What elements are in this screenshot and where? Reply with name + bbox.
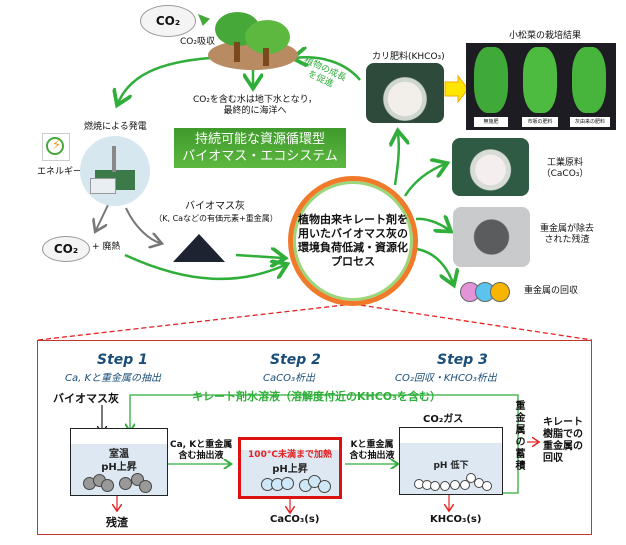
flow2-line1: Kと重金属	[350, 440, 394, 450]
residue-label: 重金属が除去 された残渣	[532, 224, 602, 246]
energy-icon: ⚡	[42, 133, 70, 161]
arrow-growth	[295, 57, 361, 81]
power-plant-image	[80, 136, 150, 206]
flow2-line2: 含む抽出液	[349, 451, 395, 461]
arrow-tree-to-plant	[118, 56, 211, 103]
residue-photo	[453, 207, 530, 267]
ecosystem-title-line1: 持続可能な資源循環型	[194, 132, 325, 147]
groundwater-line2: 最終的に海洋へ	[223, 106, 287, 116]
co2-cloud-top: CO₂	[140, 5, 196, 37]
tank2-heat: 100°C未満まで加熱	[248, 450, 332, 460]
co2-cloud-bottom: CO₂	[42, 236, 90, 262]
co2-label-bottom: CO₂	[53, 242, 79, 256]
waste-heat-label: + 廃熱	[92, 242, 121, 252]
flow2-label: Kと重金属 含む抽出液	[343, 440, 401, 462]
resin-line2: 樹脂での	[543, 429, 583, 440]
metal-recovery-label: 重金属の回収	[524, 286, 579, 296]
co2-absorb-label: CO₂吸収	[180, 37, 215, 47]
tank1-ph: pH上昇	[101, 462, 137, 473]
zoom-dash-right	[352, 303, 593, 341]
circle-line2: 用いたバイオマス灰の	[298, 227, 408, 240]
chelate-solution-label: キレート剤水溶液（溶解度付近のKHCO₃を含む）	[192, 390, 441, 403]
potash-photo	[366, 63, 444, 123]
resin-recovery-label: キレート 樹脂での 重金属の 回収	[543, 417, 583, 465]
step2-title: Step 2	[270, 352, 321, 368]
residue-line2: された残渣	[544, 235, 590, 245]
biomass-ash-sublabel: （K, Caなどの有価元素+重金属）	[154, 214, 278, 223]
resin-line1: キレート	[543, 417, 583, 428]
tank1-output: 残渣	[106, 516, 128, 529]
step2-subtitle: CaCO₃析出	[263, 373, 315, 384]
central-process-circle: 植物由来キレート剤を 用いたバイオマス灰の 環境負荷低減・資源化 プロセス	[288, 176, 418, 306]
zoom-dash-left	[37, 303, 354, 341]
step1-subtitle: Ca, Kと重金属の抽出	[65, 373, 162, 384]
flow1-label: Ca, Kと重金属 含む抽出液	[170, 440, 232, 462]
combustion-label: 燃焼による発電	[84, 122, 147, 132]
komatsuna-title: 小松菜の栽培結果	[508, 31, 581, 41]
circle-line4: プロセス	[331, 255, 375, 268]
residue-line1: 重金属が除去	[539, 224, 594, 234]
flow1-line1: Ca, Kと重金属	[170, 440, 233, 450]
tank3-output: KHCO₃(s)	[430, 514, 482, 525]
tank-step2: 100°C未満まで加熱 pH上昇	[238, 437, 342, 499]
caco3-photo	[452, 138, 529, 196]
trunk-icon	[234, 42, 240, 62]
biomass-ash-label: バイオマス灰	[185, 201, 245, 212]
co2-gas-label: CO₂ガス	[423, 414, 464, 425]
label-no-fertilizer: 無施肥	[474, 117, 508, 127]
resin-line3: 重金属の	[543, 441, 583, 452]
label-ash-derived: 灰由来の肥料	[570, 117, 610, 127]
flow1-line2: 含む抽出液	[178, 451, 224, 461]
step3-title: Step 3	[437, 352, 488, 368]
tank2-output: CaCO₃(s)	[270, 514, 320, 525]
circle-line3: 環境負荷低減・資源化	[298, 241, 408, 254]
ecosystem-title: 持続可能な資源循環型 バイオマス・エコシステム	[174, 128, 346, 168]
industrial-line2: （CaCO₃）	[541, 169, 589, 179]
tank-step1: 室温 pH上昇	[70, 428, 168, 496]
tank3-ph: pH 低下	[433, 461, 469, 471]
step3-subtitle: CO₂回収・KHCO₃析出	[395, 373, 497, 384]
process-panel	[37, 340, 592, 535]
metal-yellow-icon	[490, 282, 510, 302]
label-commercial: 市販の肥料	[522, 117, 558, 127]
resin-line4: 回収	[543, 453, 563, 464]
potash-label: カリ肥料(KHCO₃)	[372, 52, 445, 62]
co2-label: CO₂	[155, 14, 181, 28]
step1-title: Step 1	[97, 352, 148, 368]
tank1-temp: 室温	[109, 449, 129, 460]
tank-step3: pH 低下	[399, 427, 503, 495]
industrial-label: 工業原料 （CaCO₃）	[535, 158, 595, 180]
komatsuna-photo: 無施肥 市販の肥料 灰由来の肥料	[466, 43, 616, 130]
trunk-icon-2	[263, 48, 269, 66]
biomass-ash-input: バイオマス灰	[53, 392, 119, 405]
ecosystem-title-line2: バイオマス・エコシステム	[182, 149, 338, 164]
accumulation-label: 重金属の蓄積	[513, 400, 524, 472]
groundwater-note: CO₂を含む水は地下水となり， 最終的に海洋へ	[190, 95, 320, 117]
yellow-arrow	[444, 74, 469, 104]
energy-label: エネルギー	[37, 167, 83, 177]
groundwater-line1: CO₂を含む水は地下水となり，	[192, 95, 318, 105]
biomass-ash-image	[165, 228, 235, 268]
chelate-line	[129, 394, 519, 494]
tank2-ph: pH上昇	[272, 464, 308, 475]
circle-line1: 植物由来キレート剤を	[298, 213, 408, 226]
industrial-line1: 工業原料	[546, 158, 583, 168]
